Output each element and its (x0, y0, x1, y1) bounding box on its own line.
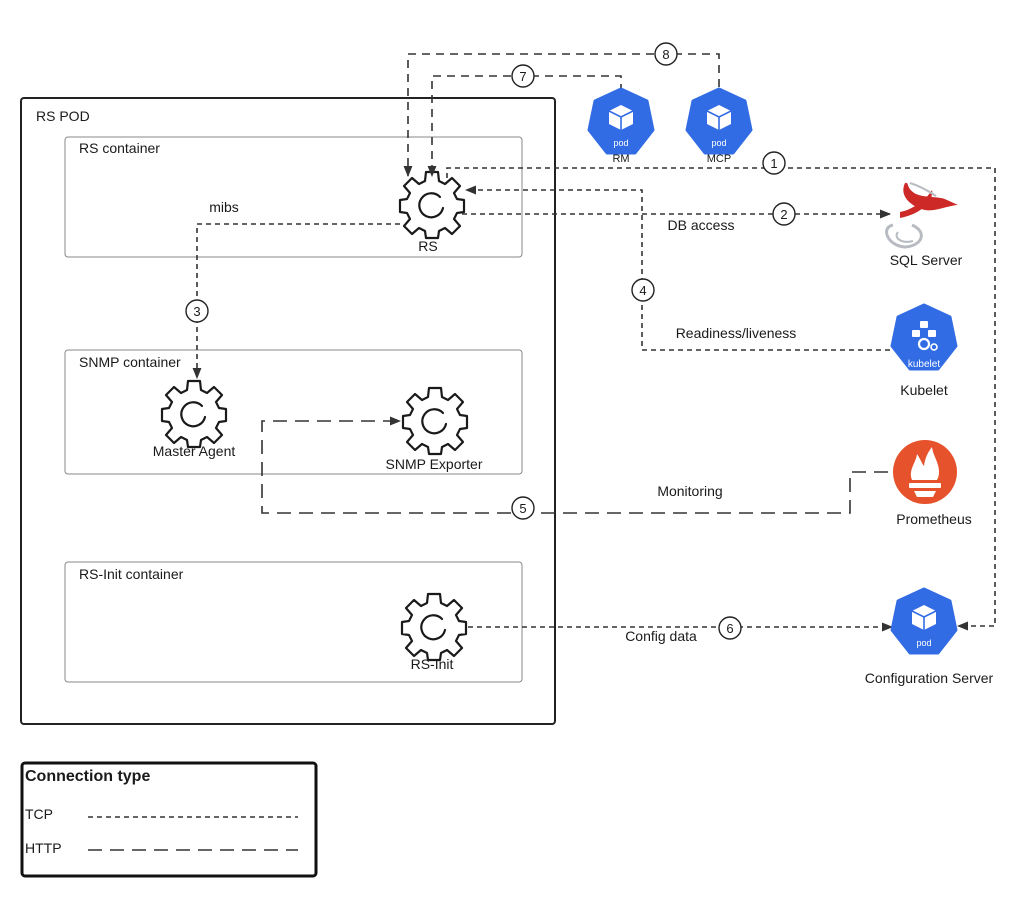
configuration-server-icon: pod (890, 587, 958, 655)
connection-1-line (446, 167, 996, 631)
connection-4-line (464, 185, 890, 351)
svg-text:7: 7 (519, 69, 526, 84)
rs-process-label: RS (418, 238, 437, 254)
kubelet-icon: kubelet (890, 303, 958, 371)
monitoring-label: Monitoring (657, 483, 722, 499)
svg-text:3: 3 (193, 304, 200, 319)
prometheus-icon (893, 440, 957, 504)
rs-container-title: RS container (79, 140, 160, 156)
snmp-exporter-label: SNMP Exporter (386, 456, 483, 472)
connection-3-line (192, 223, 400, 380)
connection-8-line (403, 53, 720, 178)
connection-5-badge: 5 (511, 496, 535, 520)
svg-text:pod: pod (613, 138, 628, 148)
svg-text:8: 8 (662, 47, 669, 62)
configuration-server-label: Configuration Server (865, 670, 994, 686)
master-agent-gear-icon (160, 379, 228, 449)
connection-7-line (427, 75, 622, 178)
svg-text:5: 5 (519, 501, 526, 516)
connection-1-badge: 1 (762, 151, 786, 175)
prometheus-label: Prometheus (896, 511, 971, 527)
sql-server-icon (885, 182, 958, 249)
connection-5-line (261, 416, 888, 514)
connection-8-badge: 8 (654, 42, 678, 66)
db-access-label: DB access (668, 217, 735, 233)
snmp-container-title: SNMP container (79, 354, 181, 370)
snmp-exporter-gear-icon (401, 386, 469, 456)
connection-7-badge: 7 (511, 64, 535, 88)
connection-4-badge: 4 (631, 278, 655, 302)
rs-pod-box (20, 97, 556, 725)
rs-gear-icon (398, 170, 466, 240)
readiness-label: Readiness/liveness (676, 325, 797, 341)
pod-title: RS POD (36, 108, 90, 124)
svg-text:kubelet: kubelet (908, 359, 940, 370)
svg-text:2: 2 (780, 207, 787, 222)
rs-init-label: RS-Init (411, 656, 454, 672)
rm-label: RM (612, 153, 629, 165)
svg-text:pod: pod (916, 638, 931, 648)
svg-text:4: 4 (639, 283, 646, 298)
mibs-label: mibs (209, 199, 239, 215)
master-agent-label: Master Agent (153, 443, 236, 459)
legend-title: Connection type (25, 768, 150, 785)
legend-box (20, 761, 318, 878)
legend-tcp-label: TCP (25, 806, 53, 822)
kubelet-label: Kubelet (900, 382, 948, 398)
rm-pod-icon: pod (587, 87, 655, 155)
svg-text:pod: pod (711, 138, 726, 148)
init-container-title: RS-Init container (79, 566, 184, 582)
rs-container-box (64, 136, 523, 258)
connection-3-badge: 3 (185, 299, 209, 323)
rs-init-gear-icon (400, 592, 468, 662)
sql-server-label: SQL Server (890, 252, 963, 268)
svg-text:6: 6 (726, 621, 733, 636)
config-data-label: Config data (625, 628, 697, 644)
legend-http-label: HTTP (25, 840, 62, 856)
init-container-box (64, 561, 523, 683)
mcp-label: MCP (707, 153, 731, 165)
connection-2-badge: 2 (772, 202, 796, 226)
mcp-pod-icon: pod (685, 87, 753, 155)
snmp-container-box (64, 349, 523, 475)
svg-text:1: 1 (770, 156, 777, 171)
connection-6-badge: 6 (718, 616, 742, 640)
